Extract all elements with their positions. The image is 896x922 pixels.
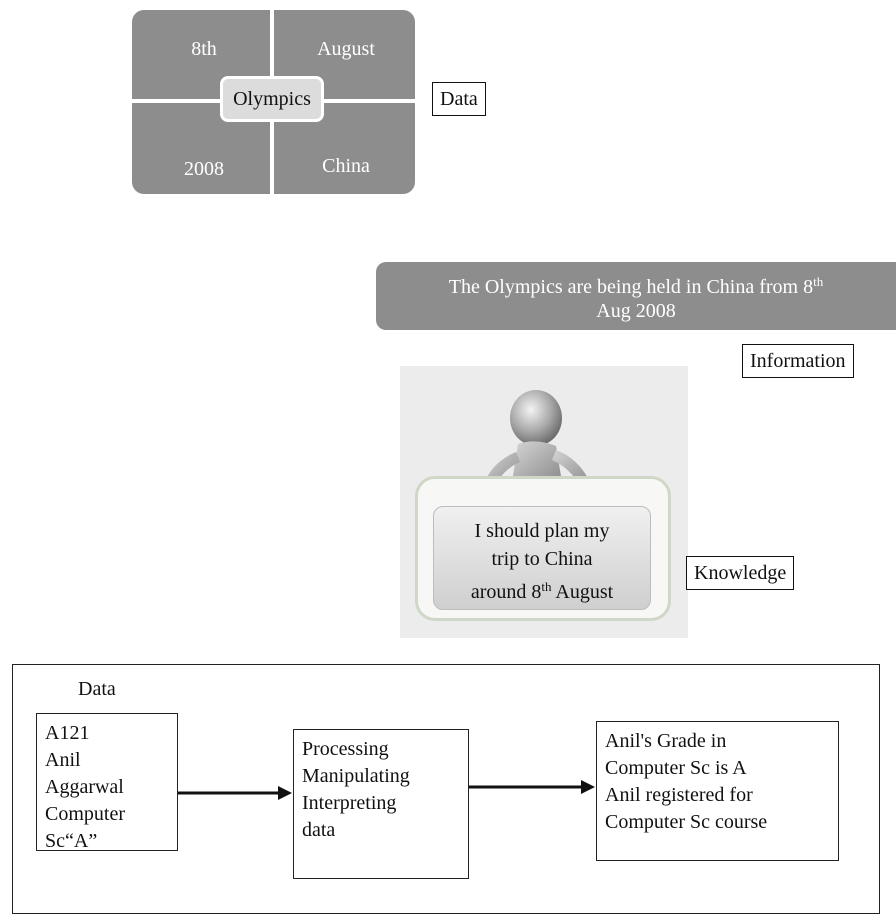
output-line: Computer Sc is A (605, 757, 747, 779)
grid-center-label: Olympics (220, 76, 324, 122)
input-line: Anil (45, 749, 81, 771)
input-line: A121 (45, 722, 90, 744)
grid-cell-country: China (322, 155, 370, 177)
information-label: Information (742, 344, 854, 378)
information-sup: th (813, 274, 824, 289)
information-text: The Olympics are being held in China fro… (448, 276, 814, 298)
process-line: data (302, 819, 336, 841)
knowledge-line-3-end: August (551, 581, 614, 603)
process-diagram-title: Data (78, 678, 116, 700)
information-text-end: Aug 2008 (596, 300, 676, 322)
knowledge-label: Knowledge (686, 556, 795, 590)
input-line: Sc“A” (45, 830, 98, 852)
knowledge-line-3: around 8th August (434, 573, 650, 606)
data-label: Data (432, 82, 486, 116)
input-line: Computer (45, 803, 125, 825)
knowledge-line-3-start: around 8 (470, 581, 542, 603)
knowledge-note: I should plan my trip to China around 8t… (433, 506, 651, 610)
grid-cell-month: August (317, 38, 375, 60)
arrow-head (278, 786, 292, 800)
output-line: Computer Sc course (605, 811, 768, 833)
processing-box: Processing Manipulating Interpreting dat… (293, 729, 469, 879)
information-bar: The Olympics are being held in China fro… (376, 262, 896, 330)
knowledge-line-3-sup: th (541, 579, 552, 594)
knowledge-line-1: I should plan my (474, 520, 610, 542)
arrow-head (581, 780, 595, 794)
process-diagram-frame (12, 664, 880, 914)
input-line: Aggarwal (45, 776, 124, 798)
knowledge-line-2: trip to China (491, 548, 593, 570)
input-data-box: A121 Anil Aggarwal Computer Sc“A” (36, 713, 178, 852)
grid-cell-day: 8th (191, 38, 217, 60)
process-line: Interpreting (302, 792, 397, 814)
output-line: Anil registered for (605, 784, 753, 806)
data-grid: 8th August 2008 China (132, 10, 415, 194)
process-line: Processing (302, 738, 389, 760)
grid-cell-year: 2008 (184, 158, 224, 180)
output-line: Anil's Grade in (605, 730, 727, 752)
output-information-box: Anil's Grade in Computer Sc is A Anil re… (596, 721, 839, 861)
process-line: Manipulating (302, 765, 410, 787)
